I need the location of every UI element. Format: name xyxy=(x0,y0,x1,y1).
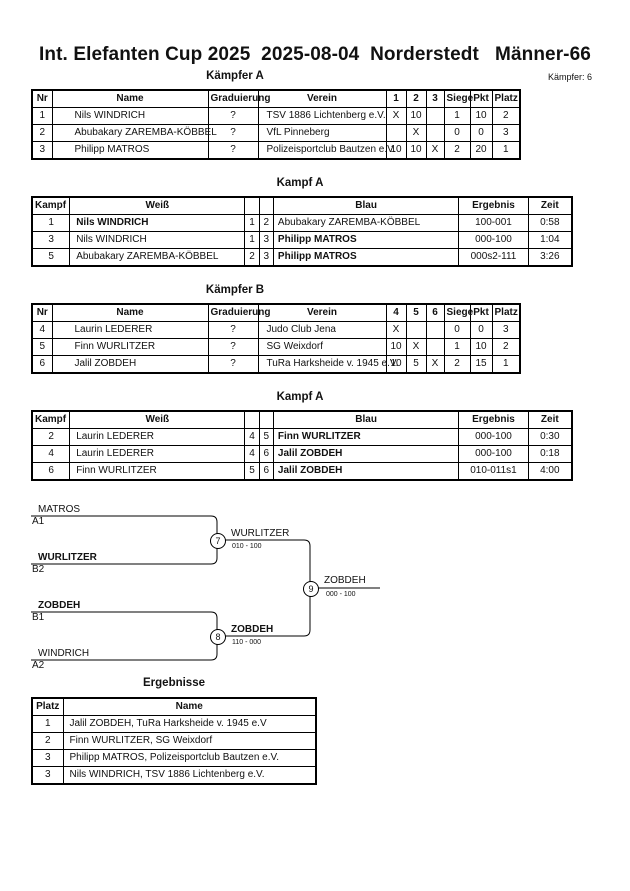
table-cell: 10 xyxy=(385,141,407,160)
table-cell: ? xyxy=(207,124,259,142)
table-cell: 2 xyxy=(443,355,471,374)
bracket-b1-seed: B1 xyxy=(32,612,45,623)
table-cell: 2 xyxy=(31,732,64,750)
fights-a-title: Kampf A xyxy=(276,177,324,189)
pool-a-title: Kämpfer A xyxy=(206,70,264,82)
bracket-b2-name: WURLITZER xyxy=(38,552,97,563)
pool-b-title: Kämpfer B xyxy=(205,284,265,296)
table-cell: 0 xyxy=(469,124,493,142)
bracket-a2-name: WINDRICH xyxy=(38,648,90,659)
match-7-winner: WURLITZER xyxy=(231,528,290,539)
table-cell: 1:04 xyxy=(527,231,573,249)
table-cell: Nils WINDRICH xyxy=(69,231,246,249)
table-cell: 6 xyxy=(258,445,274,463)
table-cell: 2 xyxy=(491,338,521,356)
bracket-a1-seed: A1 xyxy=(32,516,45,527)
table-cell: 6 xyxy=(31,355,53,374)
match-7-score: 010 - 100 xyxy=(232,543,262,550)
match-9-marker: 9 xyxy=(303,581,319,597)
table-cell: 2 xyxy=(491,107,521,125)
table-cell: Nils WINDRICH, TSV 1886 Lichtenberg e.V. xyxy=(62,766,317,785)
match-7-marker: 7 xyxy=(210,533,226,549)
table-cell: 5 xyxy=(405,355,427,374)
column-header: Name xyxy=(62,697,317,716)
table-cell: 4:00 xyxy=(527,462,573,481)
table-cell: 6 xyxy=(31,462,71,481)
match-8-score: 110 - 000 xyxy=(232,639,262,646)
fights-b-title: Kampf A xyxy=(276,391,324,403)
table-cell: TuRa Harksheide v. 1945 e.V. xyxy=(257,355,398,374)
table-cell: 1 xyxy=(491,355,521,374)
match-8-marker: 8 xyxy=(210,629,226,645)
table-cell: 3:26 xyxy=(527,248,573,267)
final-winner: ZOBDEH xyxy=(324,575,366,586)
table-cell: 3 xyxy=(31,749,64,767)
bracket-b2-seed: B2 xyxy=(32,564,45,575)
table-cell: Polizeisportclub Bautzen e.V. xyxy=(257,141,396,160)
table-cell: 1 xyxy=(31,715,64,733)
table-cell: 000-100 xyxy=(458,445,529,463)
table-cell: Abubakary ZAREMBA-KÖBBEL xyxy=(51,124,217,142)
table-cell: Philipp MATROS, Polizeisportclub Bautzen… xyxy=(62,749,317,767)
table-cell: 000s2-111 xyxy=(458,248,529,267)
table-cell: 000-100 xyxy=(458,231,529,249)
table-cell: 010-011s1 xyxy=(458,462,529,481)
table-cell: 10 xyxy=(405,141,427,160)
bracket-a2-seed: A2 xyxy=(32,660,45,671)
results-title: Ergebnisse xyxy=(143,677,205,689)
table-cell: 3 xyxy=(491,124,521,142)
table-cell: 3 xyxy=(31,766,64,785)
column-header: Platz xyxy=(31,697,64,716)
table-cell: Philipp MATROS xyxy=(51,141,209,160)
match-8-winner: ZOBDEH xyxy=(231,624,274,635)
table-cell: 6 xyxy=(258,462,274,481)
table-cell: ? xyxy=(207,355,259,374)
final-score: 000 - 100 xyxy=(326,591,356,598)
page-title: Int. Elefanten Cup 2025 2025-08-04 Norde… xyxy=(39,44,591,65)
table-cell: 1 xyxy=(491,141,521,160)
fighter-count: Kämpfer: 6 xyxy=(548,72,593,82)
table-cell: 3 xyxy=(258,231,274,249)
table-cell: Philipp MATROS xyxy=(272,248,460,267)
bracket-b1-name: ZOBDEH xyxy=(38,600,81,611)
table-cell: Finn WURLITZER, SG Weixdorf xyxy=(62,732,317,750)
table-cell: 3 xyxy=(258,248,274,267)
table-cell: Jalil ZOBDEH, TuRa Harksheide v. 1945 e.… xyxy=(62,715,317,733)
table-cell: 0:18 xyxy=(527,445,573,463)
bracket-a1-name: MATROS xyxy=(38,504,81,515)
